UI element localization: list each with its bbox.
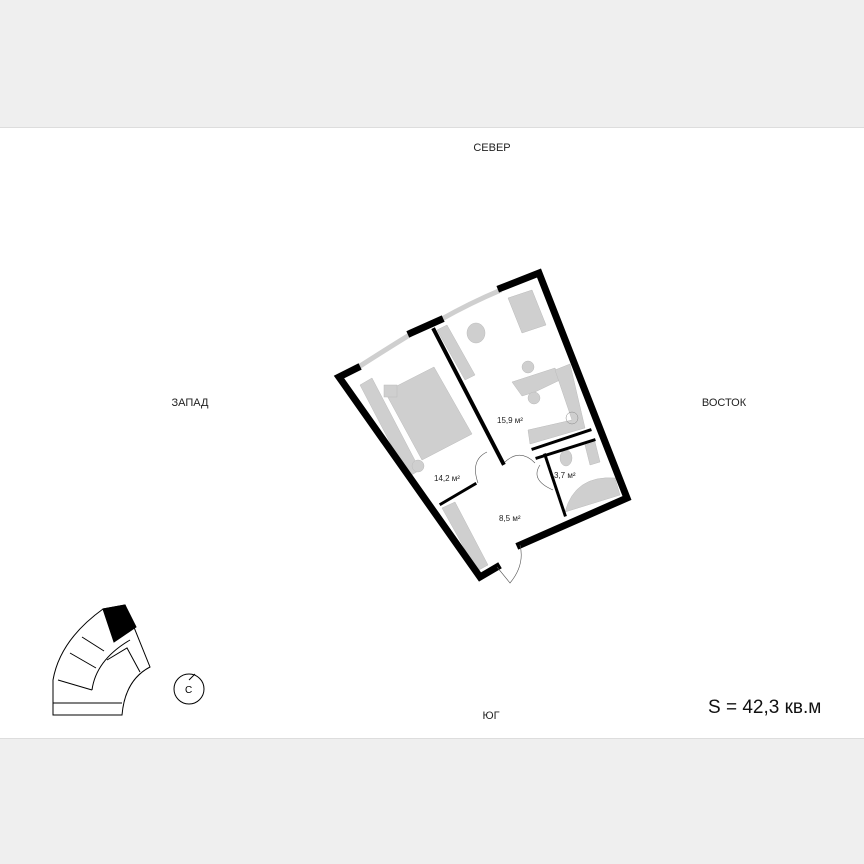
plant	[411, 459, 425, 473]
living-door	[504, 454, 536, 464]
room-area-hallway: 8,5 м²	[499, 514, 521, 523]
living-shelf	[436, 324, 476, 381]
furniture	[359, 289, 621, 572]
windows	[355, 287, 502, 371]
compass-letter: С	[185, 685, 192, 696]
label-east: ВОСТОК	[701, 397, 747, 409]
bathtub	[564, 477, 621, 513]
round-table	[466, 322, 486, 344]
building-keyplan	[52, 604, 151, 716]
chair	[527, 391, 541, 405]
total-area: S = 42,3 кв.м	[708, 697, 822, 718]
label-west: ЗАПАД	[171, 397, 209, 409]
entrance-door	[496, 544, 522, 584]
washbasin	[584, 441, 601, 466]
label-south: ЮГ	[482, 710, 500, 722]
label-north: СЕВЕР	[473, 142, 511, 154]
room-area-bathroom: 3,7 м²	[554, 471, 576, 480]
bathroom-door	[536, 464, 554, 491]
toilet	[559, 449, 573, 467]
sofa	[507, 289, 547, 334]
sink	[565, 411, 579, 425]
hall-wardrobe	[441, 501, 489, 572]
chair	[521, 360, 535, 374]
room-area-bedroom: 14,2 м²	[434, 474, 460, 483]
bed	[384, 366, 473, 461]
compass: С	[173, 673, 205, 705]
compass-needle	[188, 673, 196, 681]
armchair	[383, 384, 398, 398]
doors	[475, 451, 554, 584]
window	[355, 331, 413, 371]
window	[438, 287, 502, 323]
dining-table	[511, 367, 561, 397]
bedroom-door	[475, 451, 488, 484]
walls	[333, 268, 632, 582]
room-area-living: 15,9 м²	[497, 416, 523, 425]
